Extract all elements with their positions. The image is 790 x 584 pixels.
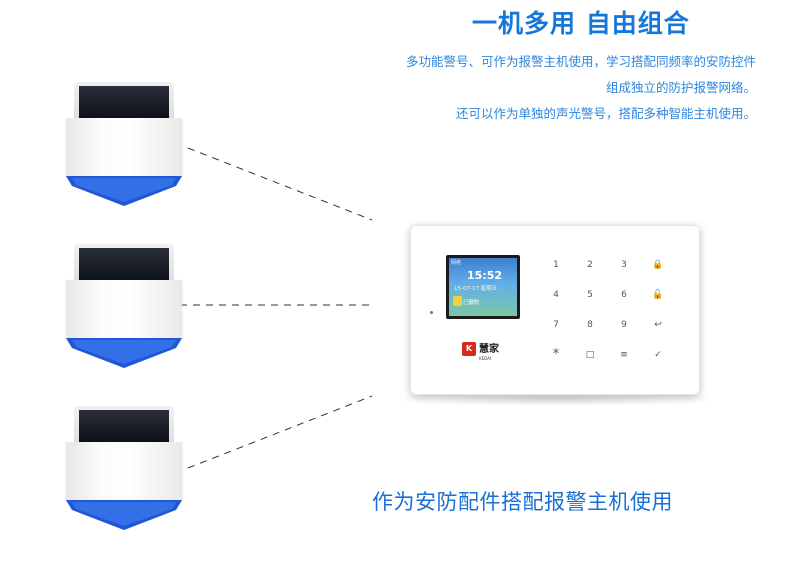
brand-logo-icon: K xyxy=(462,342,476,356)
lcd-display: 网络 15:52 15-07-17 星期五 已撤防 xyxy=(449,258,517,316)
description-line-2: 组成独立的防护报警网络。 xyxy=(605,80,756,95)
confirm-key[interactable]: ✓ xyxy=(654,350,662,360)
bottom-caption: 作为安防配件搭配报警主机使用 xyxy=(372,490,673,514)
lcd-screen: 网络 15:52 15-07-17 星期五 已撤防 xyxy=(446,255,520,319)
arm-lock-key[interactable]: 🔒 xyxy=(652,260,664,270)
solar-panel xyxy=(79,410,169,444)
brand-sub: KEDAI xyxy=(479,356,492,361)
indicator-led xyxy=(430,311,433,314)
siren-body xyxy=(66,280,182,340)
strobe-lens xyxy=(66,500,182,530)
screen-status: 已撤防 xyxy=(463,300,480,306)
key-1[interactable]: 1 xyxy=(553,260,559,270)
screen-network-label: 网络 xyxy=(451,260,462,266)
key-3[interactable]: 3 xyxy=(621,260,627,270)
alarm-host-panel: 网络 15:52 15-07-17 星期五 已撤防 K 慧家 KEDAI 1 2… xyxy=(410,225,700,395)
menu-key[interactable]: ≡ xyxy=(620,350,628,360)
strobe-lens xyxy=(66,338,182,368)
disarm-status-icon xyxy=(453,296,462,306)
star-key[interactable]: * xyxy=(552,347,560,362)
key-8[interactable]: 8 xyxy=(587,320,593,330)
solar-siren-icon xyxy=(66,82,182,206)
key-0[interactable]: □ xyxy=(585,350,595,360)
back-key[interactable]: ↩ xyxy=(654,320,662,330)
headline: 一机多用 自由组合 xyxy=(472,9,690,38)
siren-body xyxy=(66,118,182,178)
connector-bottom xyxy=(187,395,373,469)
key-6[interactable]: 6 xyxy=(621,290,627,300)
solar-panel xyxy=(79,86,169,120)
connector-top xyxy=(187,147,373,221)
screen-date: 15-07-17 星期五 xyxy=(454,286,498,292)
solar-siren-icon xyxy=(66,244,182,368)
key-5[interactable]: 5 xyxy=(587,290,593,300)
description-line-1: 多功能警号、可作为报警主机使用，学习搭配同频率的安防控件 xyxy=(405,54,756,69)
screen-time: 15:52 xyxy=(467,269,503,282)
brand-logo: K 慧家 KEDAI xyxy=(462,341,499,361)
key-7[interactable]: 7 xyxy=(553,320,559,330)
strobe-lens xyxy=(66,176,182,206)
disarm-unlock-key[interactable]: 🔓 xyxy=(652,290,664,300)
key-2[interactable]: 2 xyxy=(587,260,593,270)
panel-shadow xyxy=(392,392,722,406)
solar-siren-icon xyxy=(66,406,182,530)
key-9[interactable]: 9 xyxy=(621,320,627,330)
description-line-3: 还可以作为单独的声光警号，搭配多种智能主机使用。 xyxy=(455,106,756,121)
key-4[interactable]: 4 xyxy=(553,290,559,300)
brand-name: 慧家 xyxy=(479,344,499,355)
solar-panel xyxy=(79,248,169,282)
siren-body xyxy=(66,442,182,502)
